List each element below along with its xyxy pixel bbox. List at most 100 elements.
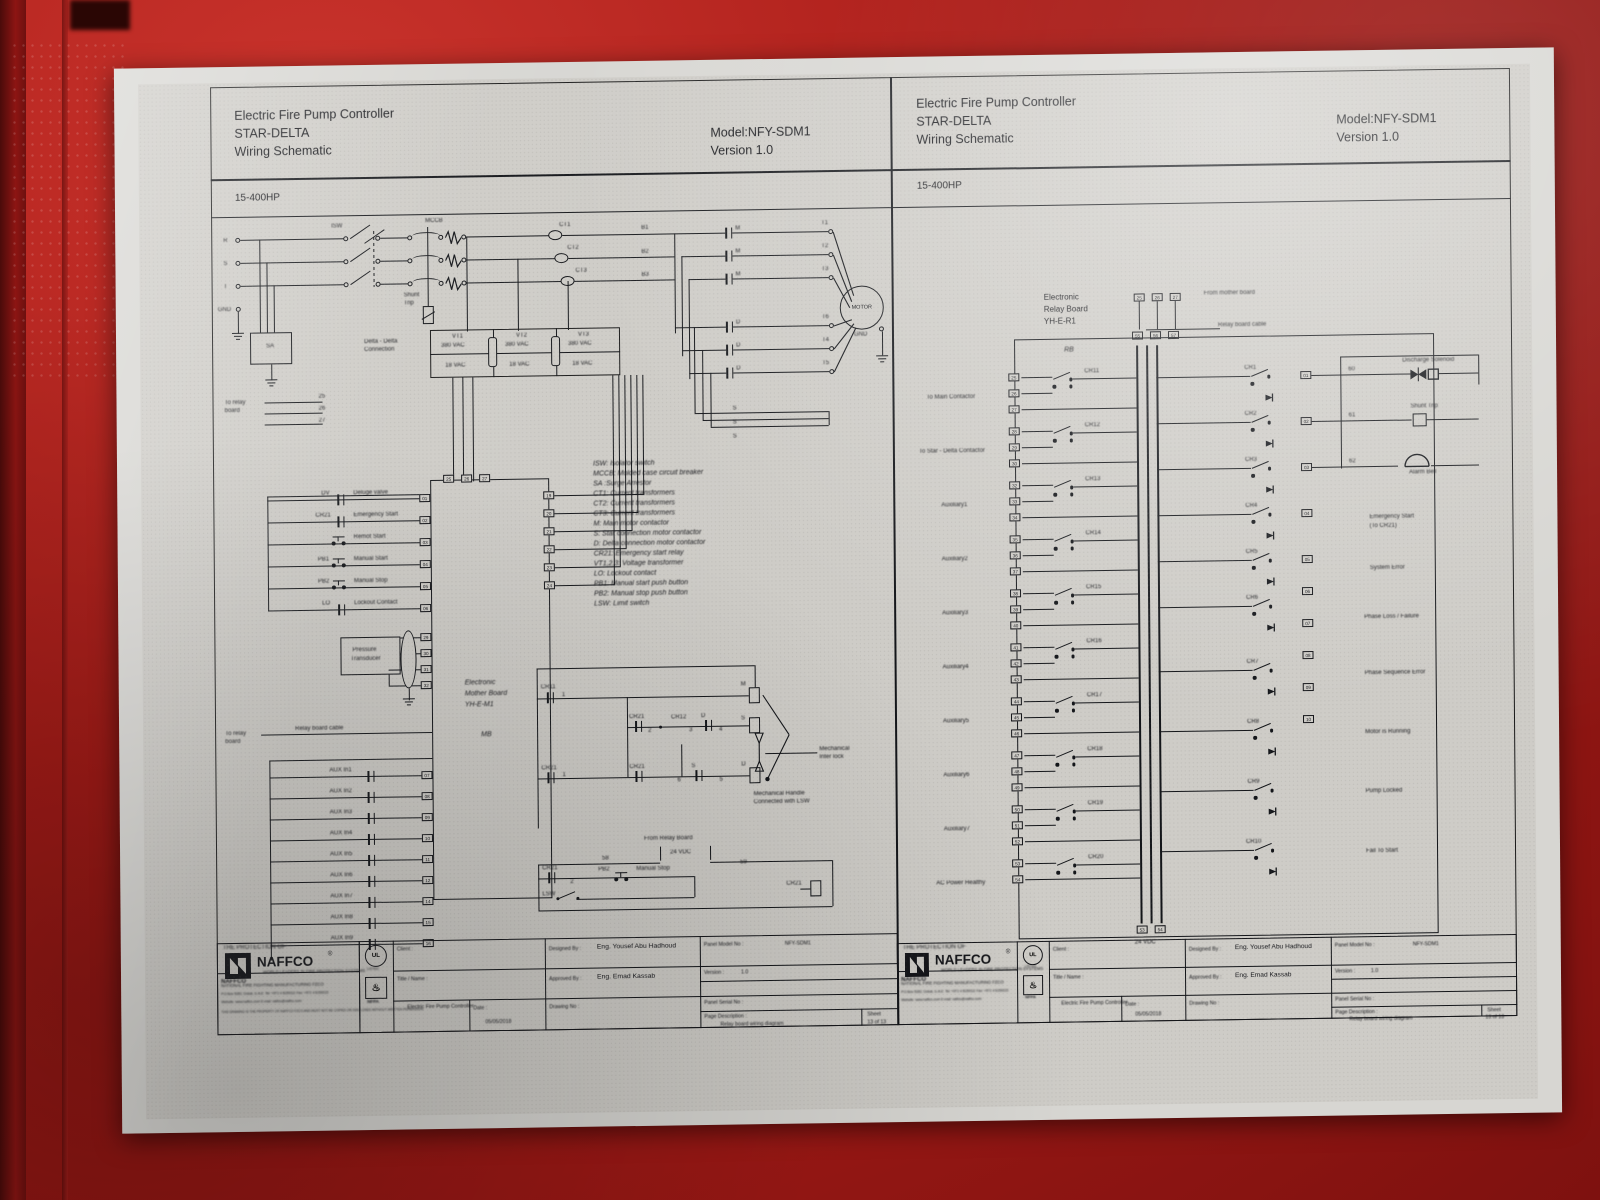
aux-contact-5: [368, 855, 375, 866]
mb-input-device-05: PB2: [317, 578, 330, 585]
bus-label-b1: B1: [641, 224, 649, 231]
relay-cr2-label: CR2: [1244, 410, 1257, 417]
label-lsw: LSW: [542, 891, 556, 898]
ltb-div6: [861, 1008, 863, 1026]
rtb-div6: [1481, 1004, 1483, 1017]
diode-cr10: [1268, 864, 1277, 876]
nfpa-badge-glyph: ♨: [371, 982, 381, 994]
legend-entry-6: M: Main motor contactor: [593, 519, 669, 528]
coil-s-label: S: [740, 715, 746, 722]
ul-badge-sub-right: LISTED: [1024, 964, 1037, 969]
ground-label: GND: [217, 306, 232, 314]
rb-term-37: 37: [1009, 567, 1021, 576]
rb-outer-terminal-61: 61: [1348, 412, 1356, 419]
ltb-designed-label: Designed By :: [548, 945, 582, 953]
rb-term-38: 38: [1009, 589, 1022, 598]
naffco-logo-mark-right: [904, 952, 930, 978]
label-cr21-stop: CR21: [542, 865, 558, 872]
vt3-secondary: 18 VAC: [572, 360, 593, 367]
mb-right-terminal-20: 20: [543, 509, 555, 518]
diode-cr1: [1264, 390, 1274, 402]
mccb-zigzag-s: [444, 253, 462, 269]
rtb-sheet-value: 13 of 13: [1485, 1014, 1505, 1021]
aux-contact-4: [368, 834, 375, 845]
left-version: Version 1.0: [710, 142, 774, 158]
legend-entry-2: SA :Surge Arrestor: [593, 479, 652, 488]
pt-terminal-29: 29: [420, 633, 432, 642]
rtb-pagedesc-label: Page Description :: [1335, 1009, 1378, 1016]
mb-input-terminal-01: 01: [419, 494, 431, 503]
pressure-transducer-label-1: Pressure: [352, 646, 377, 654]
ct3-label: CT3: [575, 267, 587, 274]
left-hp-range: 15-400HP: [234, 192, 280, 204]
relay-cr14-label: CR14: [1085, 530, 1101, 537]
ground-symbol-transducer: [402, 698, 415, 707]
aux-terminal-09: 09: [421, 813, 433, 822]
aux-terminal-10: 10: [421, 834, 433, 843]
relay-cr9-label: CR9: [1247, 778, 1260, 785]
rtb-panel-model-label: Panel Model No :: [1334, 942, 1375, 949]
mb-right-terminal-21: 21: [543, 527, 555, 536]
pt-shield-loop: [400, 630, 417, 689]
sa-gnd-line: [271, 364, 273, 381]
delta-connection-note-2: Connection: [364, 346, 395, 354]
diode-cr2: [1265, 436, 1274, 448]
node-series-a: [659, 725, 663, 729]
mb-to-relay-label-1: To relay: [225, 730, 247, 738]
rb-term-35: 35: [1009, 535, 1021, 544]
alarm-bell-icon: [1404, 453, 1430, 468]
motor-leads: [832, 231, 857, 373]
vt1-primary: 380 VAC: [441, 342, 465, 349]
rb-term-28: 28: [1008, 427, 1020, 436]
phase-label-t: T: [223, 284, 228, 291]
ground-symbol-input: [231, 332, 244, 342]
handle-label-1: Mechanical Handle: [753, 790, 805, 798]
right-version: Version 1.0: [1336, 129, 1400, 145]
rb-term-45: 45: [1010, 713, 1023, 722]
contact-d-series: [705, 720, 712, 731]
relay-cr10-label: CR10: [1245, 838, 1262, 845]
rb-term-40: 40: [1010, 621, 1022, 630]
rb-term-34: 34: [1009, 513, 1021, 522]
rb-outer-terminal-62: 62: [1348, 458, 1356, 465]
vt2-name: VT2: [515, 332, 528, 339]
rtb-designed-label: Designed By :: [1188, 946, 1222, 953]
rtb-approved-label: Approved By :: [1189, 974, 1222, 981]
legend-entry-13: PB2: Manual stop push button: [593, 589, 688, 598]
rb-top-outer-25: 25: [1133, 293, 1145, 302]
aux-terminal-08: 08: [421, 792, 433, 801]
rb-left-label-3: Auxiliary2: [941, 556, 968, 563]
handle-label-2: Connected with LSW: [753, 798, 810, 806]
mb-input-label-03: Remot Start: [353, 533, 386, 541]
stop-feed-drop-2: [710, 845, 712, 860]
rb-term-49: 49: [1011, 783, 1023, 792]
label-cr21-coil: CR21: [786, 880, 802, 887]
rb-name-line1: Electronic: [1043, 292, 1079, 302]
isolator-switch-label: ISW: [331, 223, 343, 230]
mb-input-device-02: CR21: [315, 512, 331, 519]
ltb-drawing-label: Drawing No :: [549, 1003, 580, 1011]
ltb-title-label: Title / Name :: [397, 976, 428, 983]
legend-entry-8: D: Delta connection motor contactor: [593, 538, 706, 548]
contactor-m2: [725, 251, 732, 262]
rb-out-terminal-09: 09: [1302, 682, 1314, 692]
relay-cr20: [1056, 857, 1077, 875]
label-cr21-series: CR21: [628, 713, 645, 721]
rtb-date-label: Date :: [1125, 1001, 1140, 1008]
legend-entry-14: LSW: Limit switch: [594, 599, 650, 608]
ltb-serial-label: Panel Serial No :: [704, 999, 744, 1007]
rb-term-47: 47: [1011, 751, 1023, 760]
phase-label-s: S: [223, 261, 228, 268]
ul-badge-text-right: UL: [1029, 952, 1037, 959]
contact-cr21-stop: [548, 872, 555, 883]
mb-input-terminal-05: 05: [419, 582, 431, 591]
mb-top-terminal-25: 25: [443, 474, 455, 483]
label-series-num6: 6: [677, 777, 681, 784]
rb-term-46: 46: [1011, 729, 1023, 738]
rb-term-29: 29: [1008, 443, 1020, 452]
relay-cr2: [1250, 414, 1271, 432]
shunt-trip-drop: [427, 289, 429, 308]
legend-entry-10: VT1,2,3: Voltage transformer: [593, 559, 684, 568]
legend-entry-4: CT2: Current transformers: [593, 499, 676, 508]
rb-short-name: RB: [1064, 346, 1074, 354]
